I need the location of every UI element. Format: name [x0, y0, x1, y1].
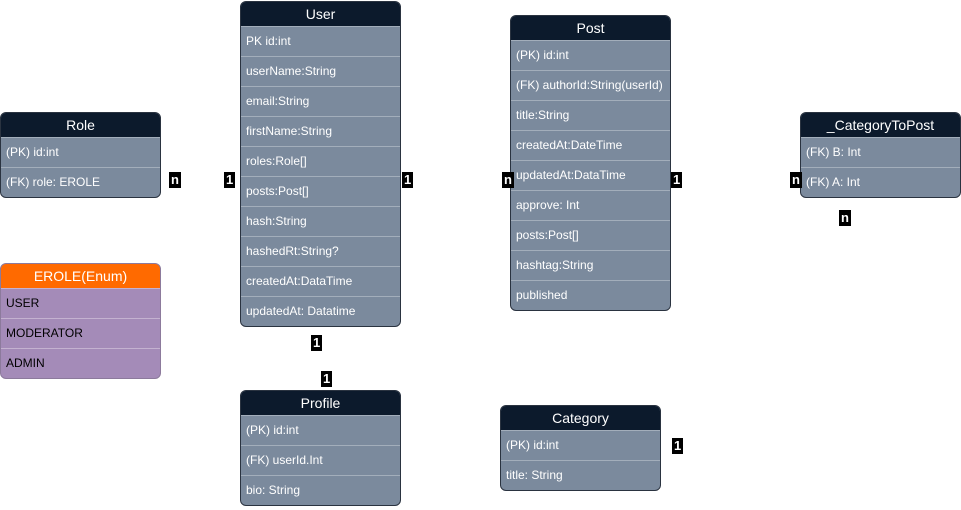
entity-role[interactable]: Role (PK) id:int (FK) role: EROLE: [0, 112, 161, 198]
entity-field: firstName:String: [241, 116, 400, 146]
entity-title: Role: [1, 113, 160, 137]
entity-field: (FK) B: Int: [801, 137, 960, 167]
entity-field: (FK) role: EROLE: [1, 167, 160, 197]
entity-category-to-post[interactable]: _CategoryToPost (FK) B: Int (FK) A: Int: [800, 112, 961, 198]
cardinality-label: 1: [321, 371, 333, 387]
entity-field: (PK) id:int: [1, 137, 160, 167]
cardinality-label: n: [790, 172, 802, 188]
entity-title: Profile: [241, 391, 400, 415]
cardinality-label: 1: [671, 172, 683, 188]
entity-field: hashedRt:String?: [241, 236, 400, 266]
entity-field: title:String: [511, 100, 670, 130]
entity-field: (PK) id:int: [511, 40, 670, 70]
entity-field: createdAt:DateTime: [511, 130, 670, 160]
entity-field: userName:String: [241, 56, 400, 86]
entity-category[interactable]: Category (PK) id:int title: String: [500, 405, 661, 491]
entity-field: title: String: [501, 460, 660, 490]
entity-field: published: [511, 280, 670, 310]
entity-field: (PK) id:int: [501, 430, 660, 460]
entity-user[interactable]: User PK id:int userName:String email:Str…: [240, 1, 401, 327]
entity-title: User: [241, 2, 400, 26]
entity-field: updatedAt: Datatime: [241, 296, 400, 326]
entity-erole-enum[interactable]: EROLE(Enum) USER MODERATOR ADMIN: [0, 263, 161, 379]
cardinality-label: 1: [311, 335, 323, 351]
entity-field: posts:Post[]: [511, 220, 670, 250]
entity-field: (FK) A: Int: [801, 167, 960, 197]
entity-title: Post: [511, 16, 670, 40]
cardinality-label: 1: [224, 172, 236, 188]
entity-field: ADMIN: [1, 348, 160, 378]
entity-field: (PK) id:int: [241, 415, 400, 445]
entity-field: hash:String: [241, 206, 400, 236]
cardinality-label: n: [502, 172, 514, 188]
entity-field: bio: String: [241, 475, 400, 505]
entity-field: email:String: [241, 86, 400, 116]
entity-field: approve: Int: [511, 190, 670, 220]
cardinality-label: n: [169, 172, 181, 188]
entity-field: PK id:int: [241, 26, 400, 56]
entity-field: createdAt:DataTime: [241, 266, 400, 296]
entity-field: roles:Role[]: [241, 146, 400, 176]
cardinality-label: 1: [402, 172, 414, 188]
entity-field: USER: [1, 288, 160, 318]
entity-title: _CategoryToPost: [801, 113, 960, 137]
cardinality-label: n: [839, 210, 851, 226]
entity-field: posts:Post[]: [241, 176, 400, 206]
entity-field: (FK) authorId:String(userId): [511, 70, 670, 100]
entity-title: Category: [501, 406, 660, 430]
entity-profile[interactable]: Profile (PK) id:int (FK) userId.Int bio:…: [240, 390, 401, 506]
entity-field: MODERATOR: [1, 318, 160, 348]
entity-field: (FK) userId.Int: [241, 445, 400, 475]
entity-post[interactable]: Post (PK) id:int (FK) authorId:String(us…: [510, 15, 671, 311]
entity-title: EROLE(Enum): [1, 264, 160, 288]
cardinality-label: 1: [672, 438, 684, 454]
entity-field: updatedAt:DataTime: [511, 160, 670, 190]
entity-field: hashtag:String: [511, 250, 670, 280]
